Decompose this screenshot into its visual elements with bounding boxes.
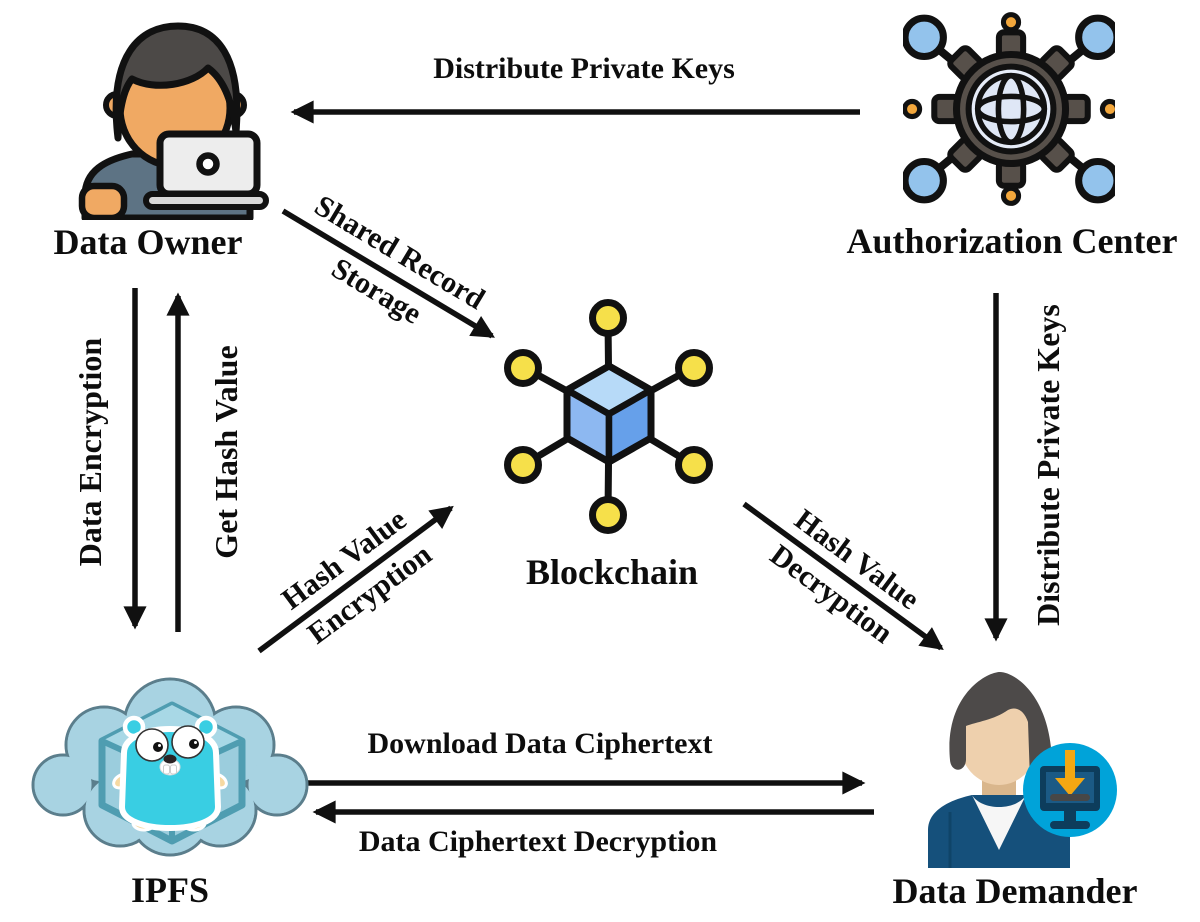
download-data-ciphertext-label: Download Data Ciphertext <box>367 727 713 760</box>
distribute-private-keys-top-label: Distribute Private Keys <box>433 52 735 85</box>
data-encryption-label: Data Encryption <box>72 337 108 567</box>
gopher-snout <box>159 754 181 776</box>
data-demander-label: Data Demander <box>892 871 1138 911</box>
screen-bar <box>1050 794 1090 801</box>
blouse <box>972 795 1026 850</box>
chain-nodes <box>504 299 713 534</box>
download-badge <box>1023 743 1117 837</box>
laptop-base <box>143 191 269 210</box>
blockchain-label: Blockchain <box>525 552 699 592</box>
data-ciphertext-decryption-label: Data Ciphertext Decryption <box>358 825 718 858</box>
arrow-hash-value-decryption <box>742 501 944 651</box>
get-hash-value-label: Get Hash Value <box>208 345 244 559</box>
download-arrow-head <box>1055 778 1085 796</box>
network-nodes <box>903 14 1115 204</box>
data-owner-label: Data Owner <box>53 222 243 262</box>
gear-globe-network-icon <box>903 12 1115 206</box>
hair <box>949 672 1053 791</box>
arrow-hash-value-encryption <box>257 505 454 654</box>
globe-icon <box>974 72 1048 146</box>
distribute-private-keys-right-label: Distribute Private Keys <box>1030 304 1066 626</box>
arrow-shared-record-storage <box>281 208 495 339</box>
laptop-dot <box>196 152 220 176</box>
cube-node-network-icon <box>504 299 713 534</box>
gopher <box>112 715 228 832</box>
network-dots <box>903 12 1115 206</box>
person-laptop-icon <box>78 22 269 220</box>
cube <box>563 362 655 466</box>
download-arrow-shaft <box>1065 750 1075 780</box>
gopher-eyes <box>135 725 205 762</box>
hair <box>112 22 241 142</box>
arm <box>78 182 128 220</box>
cloud-gopher-cube-icon <box>31 677 309 857</box>
woman-download-monitor-icon <box>928 672 1117 868</box>
monitor-stand <box>1064 811 1076 821</box>
authorization-center-label: Authorization Center <box>846 221 1178 261</box>
ipfs-label: IPFS <box>130 870 209 910</box>
monitor-base <box>1050 821 1090 829</box>
laptop <box>143 130 269 210</box>
